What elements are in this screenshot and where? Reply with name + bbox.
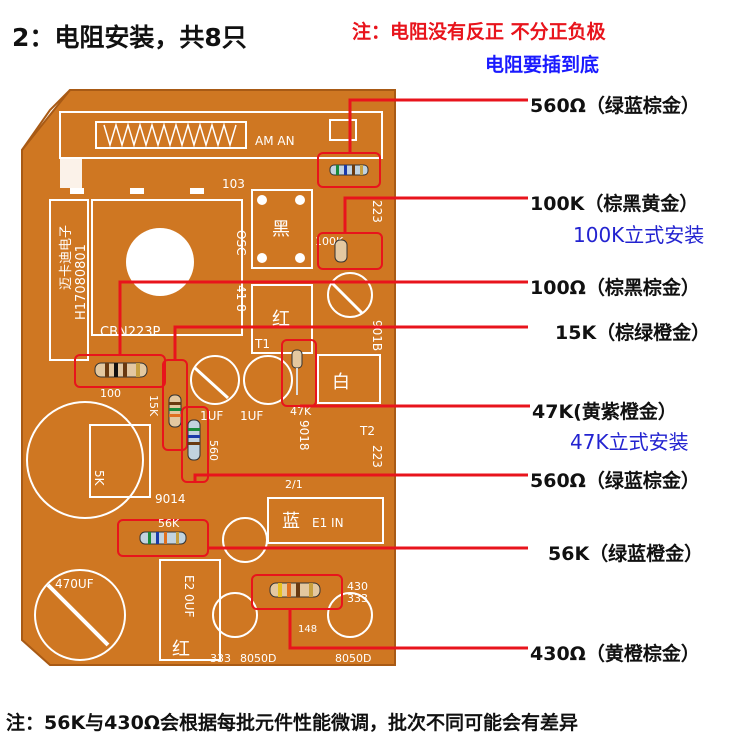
resistor-560-mid [187, 419, 201, 461]
brand-text: 迈卡迪电子 [59, 225, 74, 290]
svg-text:8050D: 8050D [240, 652, 276, 665]
note-no-polarity: 注：电阻没有反正 不分正负极 [352, 21, 606, 43]
code-text: H17080801 [74, 244, 89, 320]
svg-text:333: 333 [347, 592, 368, 605]
label-100: 100Ω（棕黑棕金） [530, 277, 700, 299]
svg-text:8050D: 8050D [335, 652, 371, 665]
svg-text:223: 223 [370, 445, 384, 468]
svg-text:9018: 9018 [297, 420, 311, 451]
label-100k-vertical: 100K立式安装 [573, 223, 705, 247]
svg-text:E1 IN: E1 IN [312, 516, 344, 530]
svg-text:白: 白 [332, 372, 350, 393]
resistor-430 [269, 582, 321, 598]
svg-text:333: 333 [210, 652, 231, 665]
svg-text:223: 223 [370, 200, 384, 223]
svg-text:148: 148 [298, 624, 317, 635]
svg-text:T1: T1 [254, 337, 270, 351]
resistor-100k [334, 239, 348, 263]
svg-text:2/1: 2/1 [285, 478, 303, 491]
svg-text:15K: 15K [147, 395, 160, 417]
label-100k: 100K（棕黑黄金） [530, 193, 699, 215]
am-an-text: AM AN [255, 134, 295, 148]
svg-text:E2 0UF: E2 0UF [182, 575, 196, 617]
label-560-top: 560Ω（绿蓝棕金） [530, 95, 700, 117]
resistor-560-top [329, 164, 369, 176]
svg-text:100: 100 [100, 387, 121, 400]
svg-text:560: 560 [207, 440, 220, 461]
coil-zigzag [103, 122, 237, 148]
svg-text:1UF: 1UF [240, 409, 263, 423]
label-560-mid: 560Ω（绿蓝棕金） [530, 470, 700, 492]
svg-text:1UF: 1UF [200, 409, 223, 423]
svg-text:9014: 9014 [155, 492, 186, 506]
svg-text:T2: T2 [359, 424, 375, 438]
svg-text:47K: 47K [290, 405, 312, 418]
label-15k: 15K（棕绿橙金） [555, 322, 711, 344]
svg-text:41 8: 41 8 [234, 285, 248, 312]
svg-text:5K: 5K [92, 470, 106, 487]
svg-text:OSC: OSC [234, 230, 248, 255]
bottom-note: 注：56K与430Ω会根据每批元件性能微调，批次不同可能会有差异 [6, 712, 578, 734]
tuning-hole [126, 228, 194, 296]
pointer-lines [118, 98, 530, 650]
label-47k-vertical: 47K立式安装 [570, 430, 689, 454]
svg-text:CBN223P: CBN223P [100, 325, 161, 340]
svg-text:黑: 黑 [272, 219, 290, 240]
label-430: 430Ω（黄橙棕金） [530, 643, 700, 665]
label-56k: 56K（绿蓝橙金） [548, 543, 704, 565]
page-title: 2：电阻安装，共8只 [12, 23, 247, 52]
svg-text:蓝: 蓝 [282, 511, 300, 532]
svg-text:470UF: 470UF [55, 577, 94, 591]
note-insert-fully: 电阻要插到底 [485, 54, 600, 76]
svg-text:103: 103 [222, 177, 245, 191]
resistor-47k [291, 349, 303, 369]
svg-text:红: 红 [172, 639, 190, 660]
svg-text:901B: 901B [370, 320, 384, 351]
svg-text:56K: 56K [158, 517, 180, 530]
resistor-56k [139, 531, 187, 545]
svg-text:430: 430 [347, 580, 368, 593]
svg-text:红: 红 [272, 309, 290, 330]
label-47k: 47K(黄紫橙金） [532, 401, 677, 423]
